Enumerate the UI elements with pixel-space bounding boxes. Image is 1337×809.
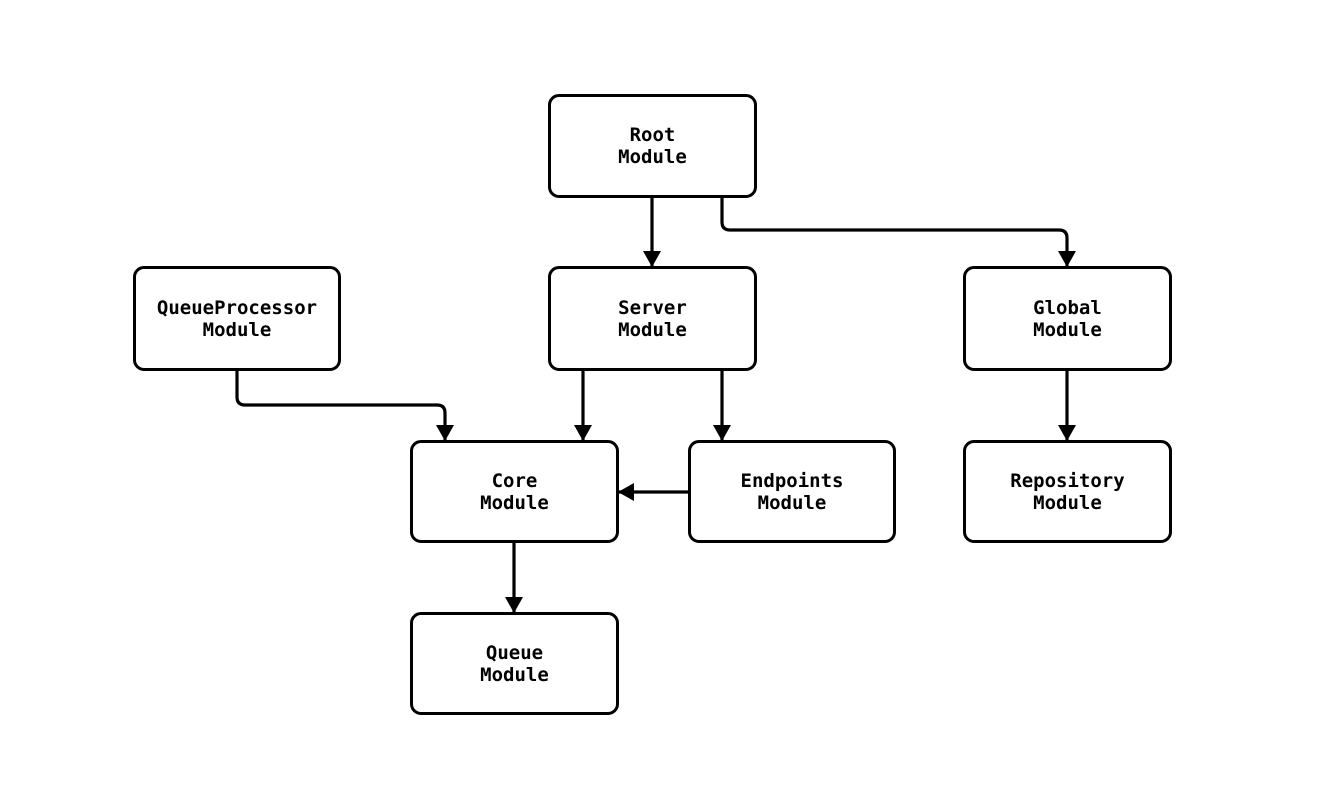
node-label-line: Endpoints <box>740 469 844 492</box>
node-label-line: Queue <box>485 641 544 664</box>
node-label-line: Module <box>202 318 272 341</box>
node-label-line: QueueProcessor <box>156 296 318 319</box>
node-label-line: Module <box>618 318 687 341</box>
node-label-line: Root <box>629 124 676 146</box>
node-label-line: Server <box>618 296 687 319</box>
node-label-line: Module <box>480 663 549 686</box>
node-label-line: Module <box>618 146 687 168</box>
node-label-line: Core <box>491 469 538 492</box>
node-label-line: Module <box>480 491 549 514</box>
edge-queueprocessor-to-core <box>235 371 454 441</box>
node-label-line: Module <box>757 491 827 514</box>
edge-root-to-global <box>720 198 1076 267</box>
node-label-line: Module <box>1033 491 1102 514</box>
node-label-line: Repository <box>1010 469 1125 492</box>
node-label-line: Global <box>1033 296 1102 319</box>
node-label-line: Module <box>1033 318 1102 341</box>
